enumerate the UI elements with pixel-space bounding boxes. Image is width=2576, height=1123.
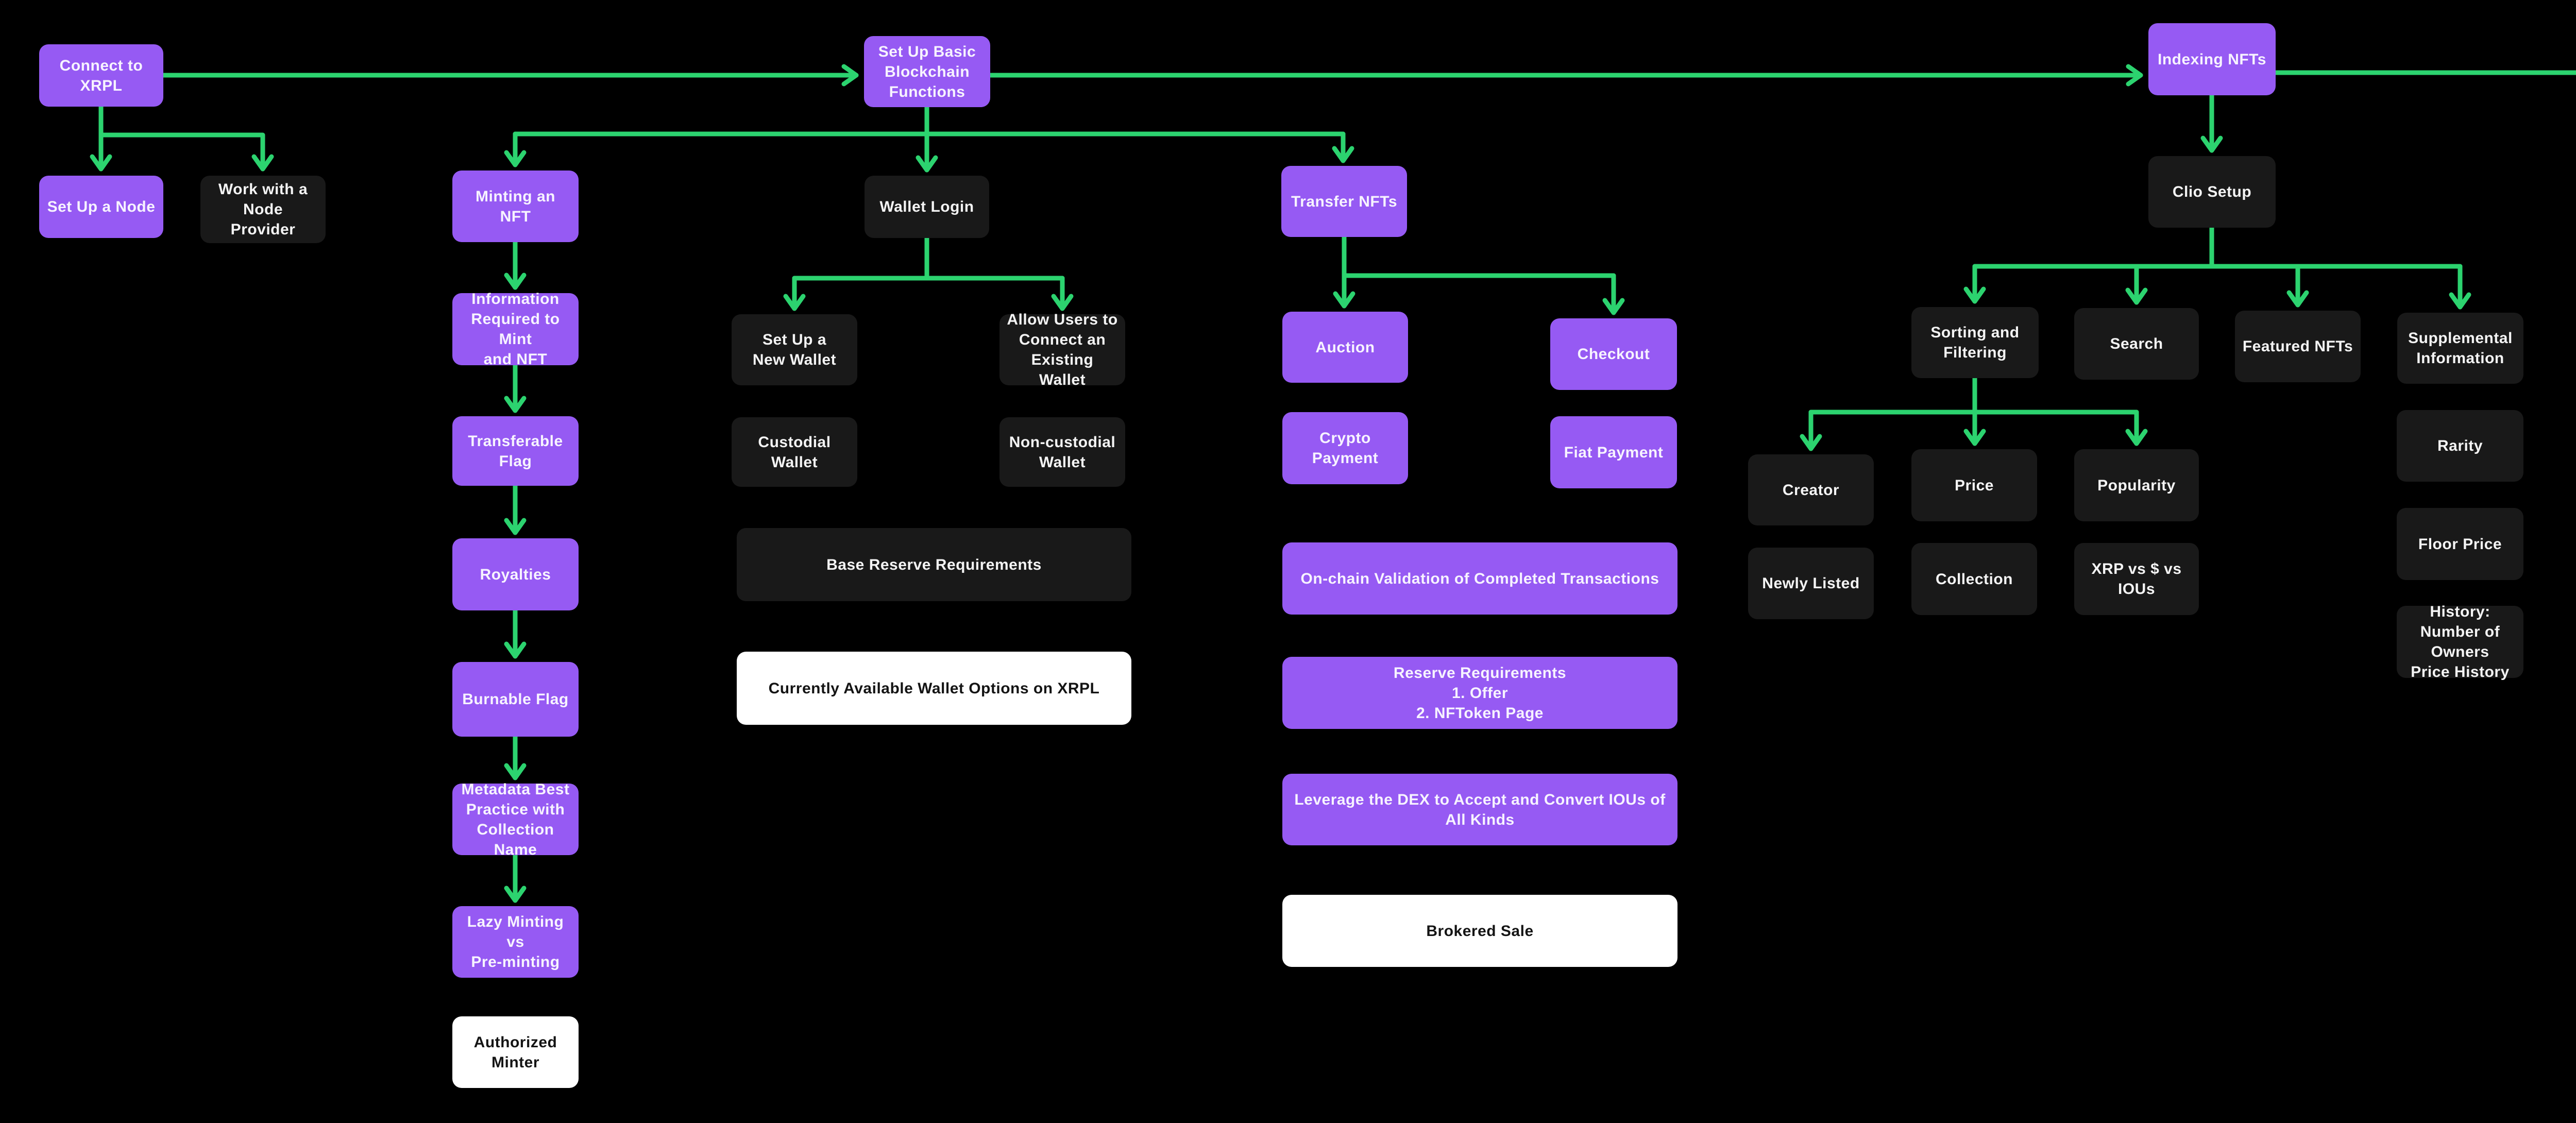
node-information-required-to-mint[interactable]: Information Required to Mint and NFT: [452, 291, 579, 368]
node-creator[interactable]: Creator: [1748, 454, 1874, 525]
node-non-custodial-wallet[interactable]: Non-custodial Wallet: [999, 417, 1125, 487]
node-set-up-a-node[interactable]: Set Up a Node: [39, 176, 163, 238]
node-indexing-nfts[interactable]: Indexing NFTs: [2148, 23, 2276, 95]
node-auction[interactable]: Auction: [1282, 312, 1408, 383]
node-wallet-login[interactable]: Wallet Login: [865, 176, 989, 238]
node-currently-available-wallet-options[interactable]: Currently Available Wallet Options on XR…: [737, 652, 1131, 725]
node-rarity[interactable]: Rarity: [2397, 410, 2523, 482]
node-xrp-vs-usd-vs-ious[interactable]: XRP vs $ vs IOUs: [2074, 543, 2199, 615]
node-reserve-requirements[interactable]: Reserve Requirements 1. Offer 2. NFToken…: [1282, 657, 1677, 729]
node-metadata-best-practice[interactable]: Metadata Best Practice with Collection N…: [452, 781, 579, 858]
node-transferable-flag[interactable]: Transferable Flag: [452, 416, 579, 486]
node-connect-to-xrpl[interactable]: Connect to XRPL: [39, 44, 163, 107]
node-authorized-minter[interactable]: Authorized Minter: [452, 1016, 579, 1088]
node-leverage-the-dex[interactable]: Leverage the DEX to Accept and Convert I…: [1282, 774, 1677, 845]
node-fiat-payment[interactable]: Fiat Payment: [1550, 416, 1677, 488]
node-floor-price[interactable]: Floor Price: [2397, 508, 2523, 580]
node-custodial-wallet[interactable]: Custodial Wallet: [732, 417, 857, 487]
node-crypto-payment[interactable]: Crypto Payment: [1282, 412, 1408, 484]
node-history[interactable]: History: Number of Owners Price History: [2397, 603, 2523, 680]
node-set-up-basic-blockchain-functions[interactable]: Set Up Basic Blockchain Functions: [864, 36, 990, 107]
node-brokered-sale[interactable]: Brokered Sale: [1282, 895, 1677, 967]
node-minting-an-nft[interactable]: Minting an NFT: [452, 171, 579, 242]
node-popularity[interactable]: Popularity: [2074, 449, 2199, 521]
node-collection[interactable]: Collection: [1911, 543, 2037, 615]
node-supplemental-information[interactable]: Supplemental Information: [2397, 313, 2523, 384]
node-royalties[interactable]: Royalties: [452, 538, 579, 610]
node-checkout[interactable]: Checkout: [1550, 318, 1677, 390]
node-work-with-a-node-provider[interactable]: Work with a Node Provider: [200, 176, 326, 243]
edge-connect-to-nodeprovider: [98, 104, 274, 172]
node-onchain-validation[interactable]: On-chain Validation of Completed Transac…: [1282, 542, 1677, 615]
node-lazy-minting-vs-preminting[interactable]: Lazy Minting vs Pre-minting: [452, 906, 579, 978]
node-burnable-flag[interactable]: Burnable Flag: [452, 662, 579, 737]
node-allow-users-connect-existing-wallet[interactable]: Allow Users to Connect an Existing Walle…: [999, 311, 1125, 388]
node-base-reserve-requirements[interactable]: Base Reserve Requirements: [737, 528, 1131, 601]
node-set-up-a-new-wallet[interactable]: Set Up a New Wallet: [732, 314, 857, 385]
node-transfer-nfts[interactable]: Transfer NFTs: [1281, 166, 1407, 237]
node-sorting-and-filtering[interactable]: Sorting and Filtering: [1911, 307, 2039, 378]
node-featured-nfts[interactable]: Featured NFTs: [2235, 311, 2361, 382]
node-clio-setup[interactable]: Clio Setup: [2148, 156, 2276, 228]
node-price[interactable]: Price: [1911, 449, 2037, 521]
node-search[interactable]: Search: [2074, 308, 2199, 380]
node-newly-listed[interactable]: Newly Listed: [1748, 548, 1874, 619]
